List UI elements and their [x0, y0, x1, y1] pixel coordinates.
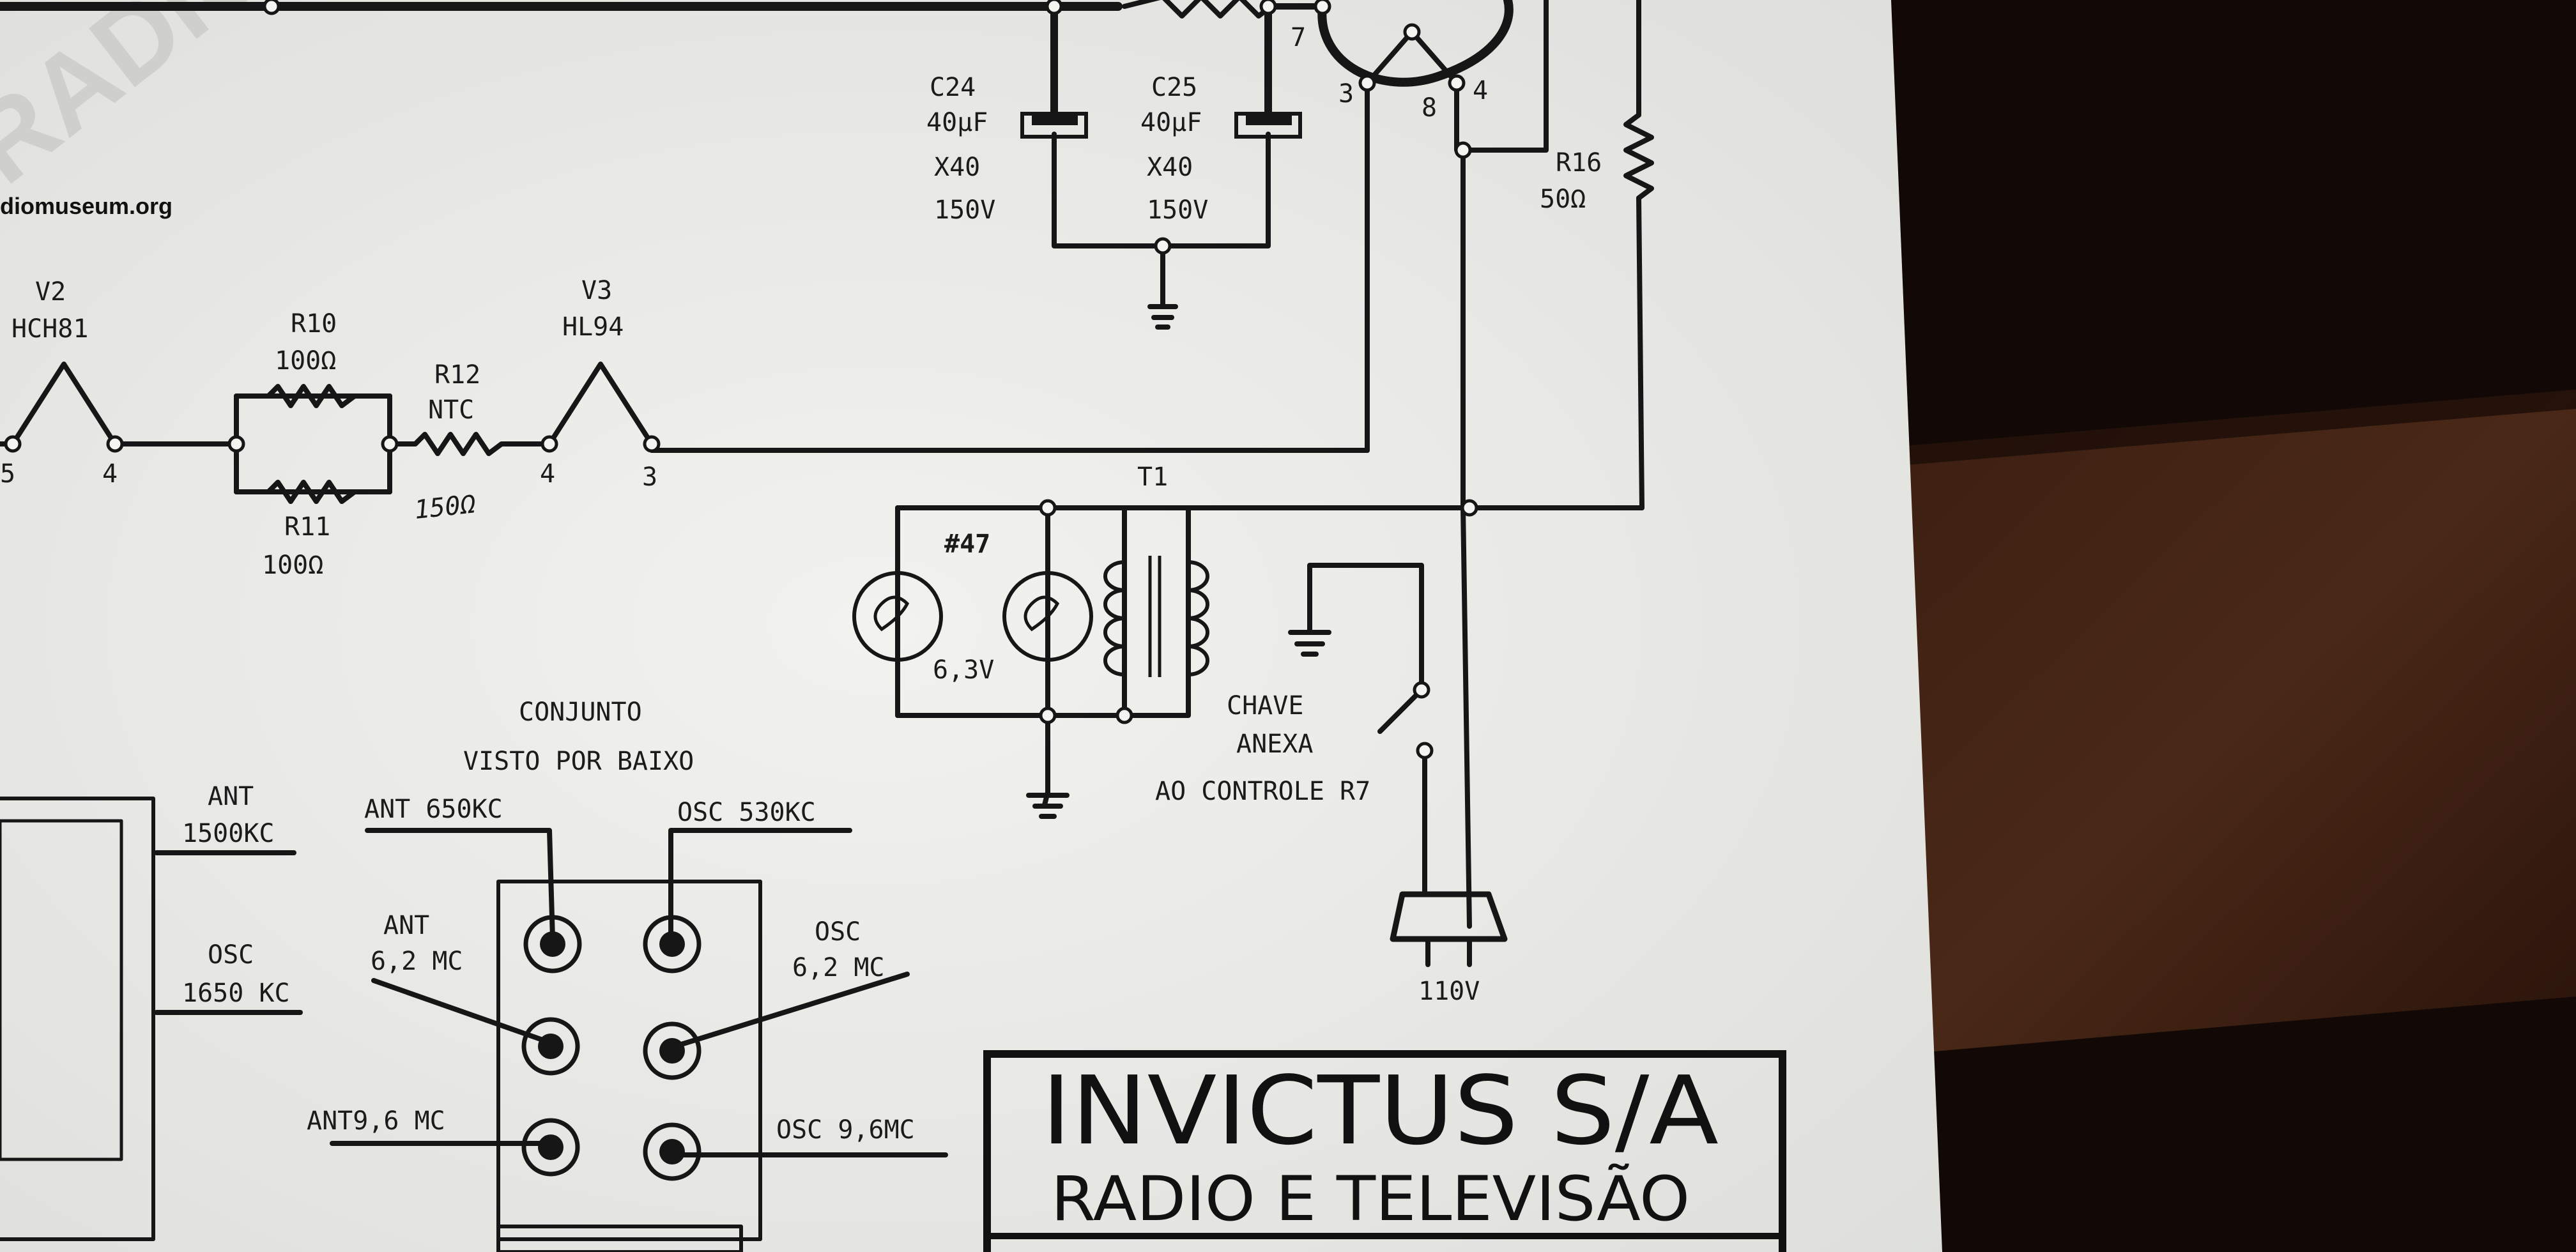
t1-name: T1 [1137, 462, 1168, 492]
component-labels: C24 40μF X40 150V C25 40μF X40 150V 7 3 … [0, 23, 1602, 1145]
ant-1500-line1: ANT [208, 782, 254, 811]
c25-value: 40μF [1140, 108, 1202, 137]
r12-handwritten: 150Ω [413, 489, 477, 525]
v3-name: V3 [581, 276, 612, 305]
lamp-name: #47 [944, 530, 990, 559]
chave-line2: ANEXA [1236, 729, 1313, 759]
osc-96-label: OSC 9,6MC [776, 1115, 915, 1145]
chave-line3: AO CONTROLE R7 [1155, 777, 1370, 806]
wood-shelf [1891, 390, 2576, 1054]
company-name: INVICTUS S/A [1041, 1056, 1719, 1166]
r10-value: 100Ω [275, 346, 336, 376]
title-block: INVICTUS S/A RADIO E TELEVISÃO [983, 1050, 1786, 1252]
plug-voltage: 110V [1418, 977, 1480, 1006]
r16-name: R16 [1556, 148, 1602, 178]
osc-1650-line2: 1650 KC [182, 979, 290, 1008]
coil-terminals [521, 915, 702, 1181]
lamp-voltage: 6,3V [933, 655, 994, 685]
v3-type: HL94 [562, 312, 624, 342]
r12-type: NTC [428, 395, 474, 425]
c25-voltage: 150V [1147, 195, 1208, 225]
ant-650-label: ANT 650KC [364, 795, 503, 824]
r16-value: 50Ω [1540, 185, 1586, 214]
r11-value: 100Ω [262, 551, 323, 580]
r10-name: R10 [291, 309, 337, 339]
website-text: diomuseum.org [0, 193, 172, 219]
ant-96-label: ANT9,6 MC [307, 1106, 445, 1136]
capacitor-c25 [1234, 112, 1302, 139]
pilot-lamps [852, 571, 1093, 662]
pin-3-label: 3 [1338, 79, 1354, 109]
conjunto-line1: CONJUNTO [519, 698, 642, 727]
pin-7-label: 7 [1291, 23, 1306, 52]
company-subtitle: RADIO E TELEVISÃO [1051, 1163, 1690, 1235]
transformer-t1 [1103, 556, 1209, 677]
pin-4-label: 4 [1473, 76, 1488, 105]
v2-name: V2 [35, 277, 66, 307]
osc-62-line1: OSC [815, 917, 861, 947]
c25-x: X40 [1147, 153, 1193, 182]
pin-8-label: 8 [1422, 93, 1437, 123]
v3-pin-3: 3 [642, 462, 657, 492]
r11-name: R11 [284, 512, 330, 542]
ant-62-line2: 6,2 MC [371, 947, 463, 976]
chave-line1: CHAVE [1227, 691, 1303, 721]
osc-530-label: OSC 530KC [677, 798, 816, 827]
c24-name: C24 [930, 73, 976, 102]
r12-name: R12 [434, 360, 480, 390]
osc-62-line2: 6,2 MC [792, 953, 885, 982]
c24-x: X40 [934, 153, 980, 182]
capacitor-c24 [1020, 112, 1088, 139]
ant-62-line1: ANT [383, 911, 429, 940]
v3-pin-4: 4 [540, 459, 555, 489]
v2-type: HCH81 [12, 314, 88, 344]
osc-1650-line1: OSC [208, 940, 254, 970]
c24-value: 40μF [926, 108, 988, 137]
conjunto-line2: VISTO POR BAIXO [463, 747, 694, 776]
c24-voltage: 150V [934, 195, 995, 225]
junction-dots [4, 0, 1478, 760]
v2-pin-5: 5 [0, 459, 15, 489]
c25-name: C25 [1151, 73, 1197, 102]
v2-pin-4: 4 [102, 459, 118, 489]
ant-1500-line2: 1500KC [182, 819, 275, 848]
